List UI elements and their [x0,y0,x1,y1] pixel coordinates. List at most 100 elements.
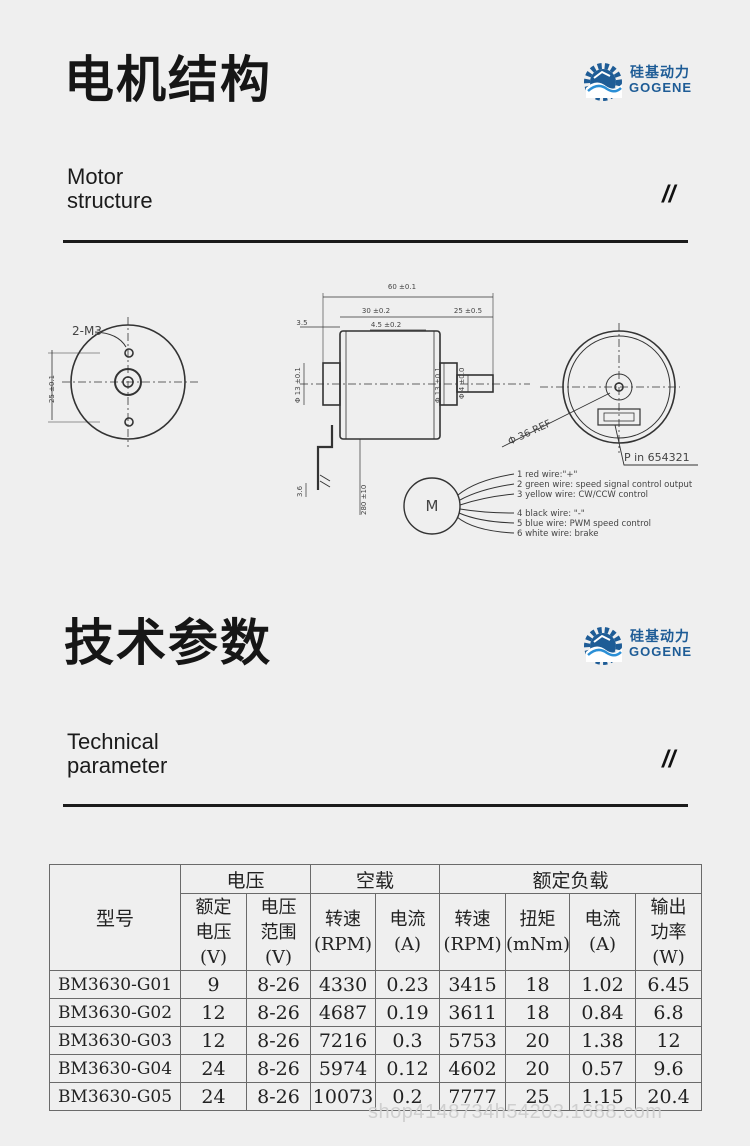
technical-parameter-title: 技术参数 [64,614,272,672]
dim-inner: 4.5 ±0.2 [371,321,401,329]
value-cell: 8-26 [245,1026,312,1055]
value-cell: 3415 [439,970,507,999]
value-cell: 20 [505,1026,571,1055]
value-cell: 7216 [310,1026,377,1055]
value-cell: 24 [180,1054,247,1083]
sub-header: 转速(RPM) [439,893,507,971]
dim-lead: 280 ±10 [360,485,368,515]
side-view [300,293,530,515]
sub-header: 电流(A) [569,893,637,971]
pin-label: P in 654321 [624,451,690,464]
value-cell: 3611 [439,998,507,1027]
gogene-logo: 硅基动力 GOGENE [580,622,692,668]
gear-wave-icon [584,63,622,101]
wire-label: 4 black wire: "-" [517,509,585,519]
motor-structure-subtitle: Motor structure [67,165,153,213]
header-row-groups: 型号 电压 空载 额定负载 [49,864,703,971]
gear-wave-icon [584,627,622,665]
value-cell: 20 [505,1054,571,1083]
spec-table-wrapper: 型号 电压 空载 额定负载 额定电压(V) 电压范围(V) 转速(RPM) 电流… [49,864,703,1111]
model-cell: BM3630-G05 [49,1082,181,1111]
wire-label: 3 yellow wire: CW/CCW control [517,490,648,500]
value-cell: 10073 [310,1082,377,1111]
value-cell: 8-26 [245,1082,312,1111]
value-cell: 0.23 [375,970,441,999]
divider [63,240,688,243]
value-cell: 12 [180,998,247,1027]
group-header: 额定负载 [439,864,703,894]
front-label: 2-M3 [72,324,102,338]
sub-header: 电压范围(V) [245,893,312,971]
value-cell: 8-26 [245,998,312,1027]
front-view [48,317,200,447]
logo-cn-text: 硅基动力 [630,629,690,645]
dim-d13b: Φ 13 ±0.1 [434,367,442,403]
value-cell: 12 [180,1026,247,1055]
dim-d13a: Φ 13 ±0.1 [294,367,302,403]
value-cell: 5753 [439,1026,507,1055]
wire-label: 5 blue wire: PWM speed control [517,519,651,529]
sub-header: 扭矩(mNm) [505,893,571,971]
value-cell: 0.57 [569,1054,637,1083]
sub-header: 电流(A) [375,893,441,971]
model-cell: BM3630-G01 [49,970,181,999]
group-header: 空载 [310,864,441,894]
value-cell: 0.3 [375,1026,441,1055]
value-cell: 1.38 [569,1026,637,1055]
sub-header: 额定电压(V) [180,893,247,971]
subtitle-line: Motor [67,164,124,189]
dim-d4: Φ 4 ±0.0 [458,368,466,399]
watermark: shop4148734h54203.1688.com [368,1101,663,1123]
value-cell: 4687 [310,998,377,1027]
value-cell: 24 [180,1082,247,1111]
wire-label: 1 red wire:"+" [517,470,577,480]
dim-body: 30 ±0.2 [362,307,390,315]
dim-small: 3.5 [296,319,307,327]
dim-small2: 3.6 [296,485,304,497]
value-cell: 20.4 [635,1082,703,1111]
value-cell: 0.12 [375,1054,441,1083]
motor-structure-title: 电机结构 [64,51,272,109]
motor-drawing: 2-M3 25 ±0.1 60 ±0.1 30 ±0.2 25 ±0.5 4.5… [48,283,698,539]
value-cell: 6.8 [635,998,703,1027]
divider [63,804,688,807]
technical-parameter-subtitle: Technical parameter [67,730,167,778]
dim-total: 60 ±0.1 [388,283,416,291]
group-header: 电压 [179,864,312,894]
value-cell: 1.02 [569,970,637,999]
wiring-diagram [403,473,515,535]
front-dim: 25 ±0.1 [48,375,56,403]
value-cell: 8-26 [245,970,312,999]
value-cell: 18 [505,998,571,1027]
value-cell: 12 [635,1026,703,1055]
model-cell: BM3630-G04 [49,1054,181,1083]
value-cell: 9.6 [635,1054,703,1083]
value-cell: 25 [505,1082,571,1111]
value-cell: 18 [505,970,571,999]
value-cell: 8-26 [245,1054,312,1083]
value-cell: 4602 [439,1054,507,1083]
value-cell: 1.15 [569,1082,637,1111]
model-cell: BM3630-G03 [49,1026,181,1055]
dim-shaft: 25 ±0.5 [454,307,482,315]
value-cell: 6.45 [635,970,703,999]
gogene-logo: 硅基动力 GOGENE [580,58,692,104]
slash-mark: // [662,746,676,773]
value-cell: 0.19 [375,998,441,1027]
model-cell: BM3630-G02 [49,998,181,1027]
subtitle-line: structure [67,188,153,213]
subtitle-line: Technical [67,729,159,754]
value-cell: 0.84 [569,998,637,1027]
value-cell: 5974 [310,1054,377,1083]
dim-d36: Φ 36 REF [507,418,554,448]
logo-en-text: GOGENE [629,644,693,659]
value-cell: 0.2 [375,1082,441,1111]
model-header: 型号 [49,864,181,971]
spec-table: 型号 电压 空载 额定负载 额定电压(V) 电压范围(V) 转速(RPM) 电流… [49,864,703,1111]
rear-view [501,323,698,466]
slash-mark: // [662,181,676,208]
